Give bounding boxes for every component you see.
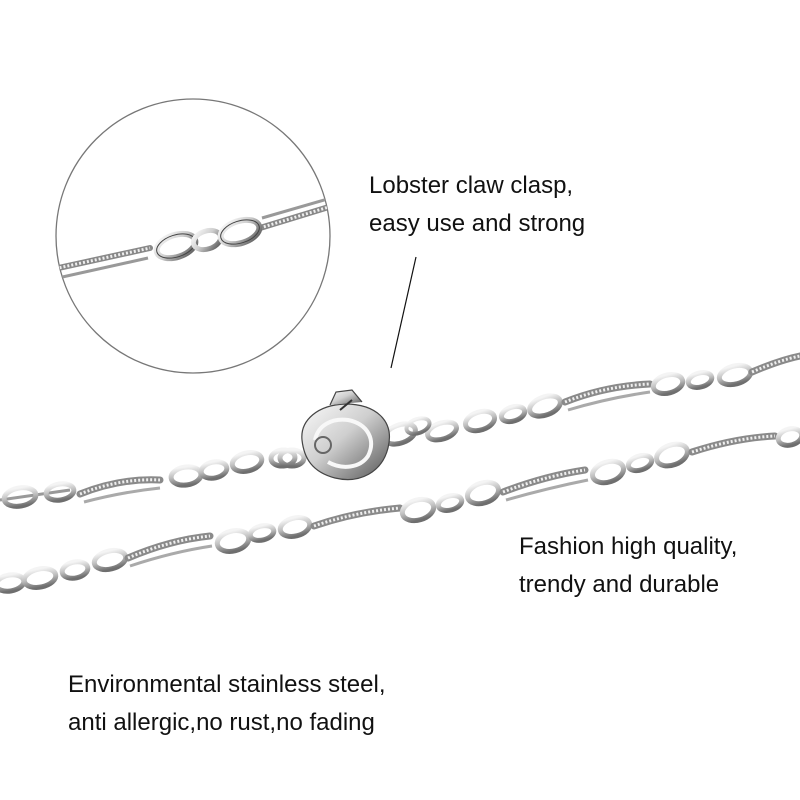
material-caption-line-1: Environmental stainless steel, (68, 671, 386, 698)
quality-caption: Fashion high quality, trendy and durable (519, 528, 737, 604)
clasp-caption-line-2: easy use and strong (369, 210, 586, 237)
material-caption: Environmental stainless steel, anti alle… (68, 666, 385, 742)
material-caption-line-2: anti allergic,no rust,no fading (68, 709, 375, 736)
lobster-clasp (277, 389, 432, 480)
clasp-caption: Lobster claw clasp, easy use and strong (369, 167, 585, 243)
chain-upper-strand (0, 352, 800, 509)
chain-lower-strand (0, 426, 800, 594)
callout-line (390, 256, 417, 369)
quality-caption-line-2: trendy and durable (519, 571, 720, 598)
clasp-caption-line-1: Lobster claw clasp, (369, 172, 574, 199)
zoom-circle (55, 98, 331, 374)
quality-caption-line-1: Fashion high quality, (519, 533, 738, 560)
